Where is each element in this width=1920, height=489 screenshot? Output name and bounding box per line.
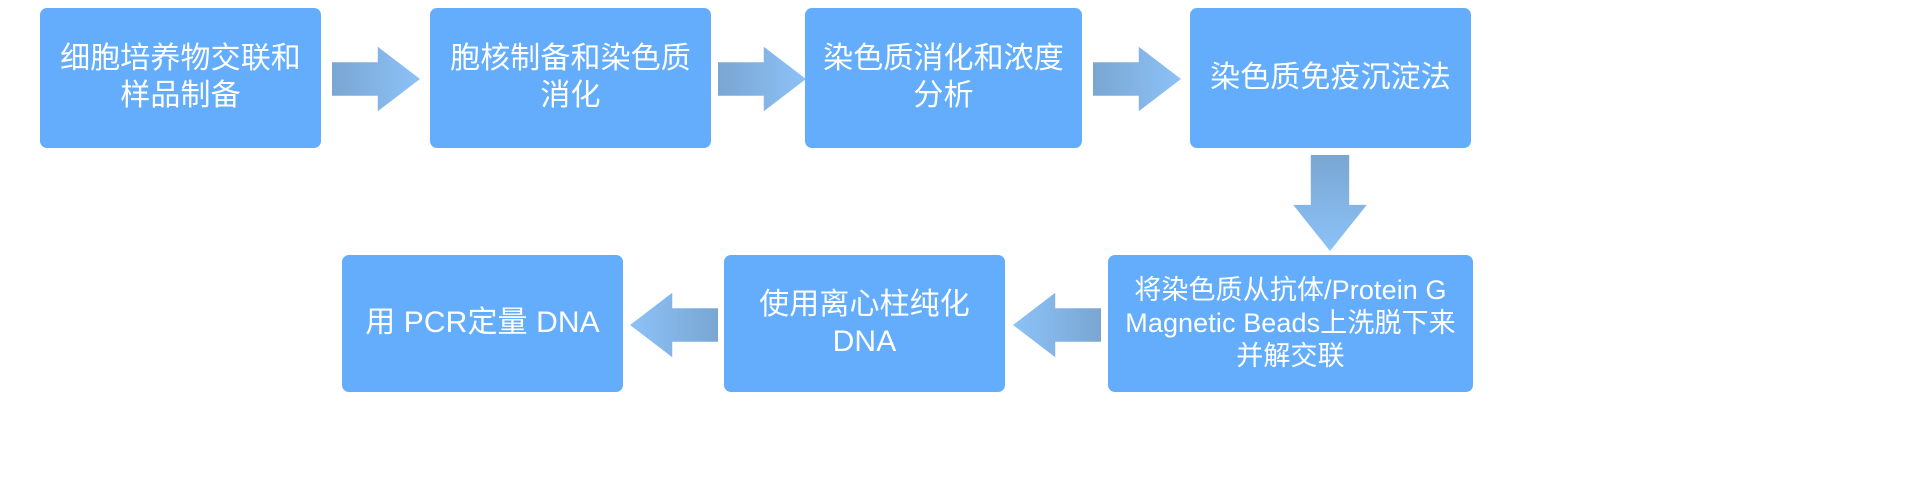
flowchart-node-label: 染色质免疫沉淀法 bbox=[1210, 60, 1451, 94]
arrow-left-icon bbox=[1013, 290, 1101, 360]
flowchart-node-step-3[interactable]: 染色质消化和浓度 分析 bbox=[805, 8, 1082, 148]
flowchart-node-step-4[interactable]: 染色质免疫沉淀法 bbox=[1190, 8, 1471, 148]
arrow-down-icon bbox=[1290, 155, 1370, 251]
arrow-right-icon bbox=[1093, 44, 1181, 114]
flowchart-node-label: 使用离心柱纯化 DNA bbox=[759, 287, 970, 358]
arrow-left-icon bbox=[630, 290, 718, 360]
arrow-right-icon bbox=[718, 44, 806, 114]
flowchart-node-step-7[interactable]: 用 PCR定量 DNA bbox=[342, 255, 623, 392]
flowchart-node-step-2[interactable]: 胞核制备和染色质 消化 bbox=[430, 8, 711, 148]
flowchart-node-step-5[interactable]: 将染色质从抗体/Protein G Magnetic Beads上洗脱下来 并解… bbox=[1108, 255, 1473, 392]
flowchart-node-label: 将染色质从抗体/Protein G Magnetic Beads上洗脱下来 并解… bbox=[1125, 275, 1456, 371]
flowchart-node-step-1[interactable]: 细胞培养物交联和 样品制备 bbox=[40, 8, 321, 148]
flowchart-node-step-6[interactable]: 使用离心柱纯化 DNA bbox=[724, 255, 1005, 392]
flowchart-node-label: 细胞培养物交联和 样品制备 bbox=[60, 42, 301, 112]
flowchart-node-label: 用 PCR定量 DNA bbox=[365, 306, 600, 340]
flowchart-node-label: 胞核制备和染色质 消化 bbox=[450, 42, 691, 112]
arrow-right-icon bbox=[332, 44, 420, 114]
flowchart-node-label: 染色质消化和浓度 分析 bbox=[823, 42, 1064, 112]
